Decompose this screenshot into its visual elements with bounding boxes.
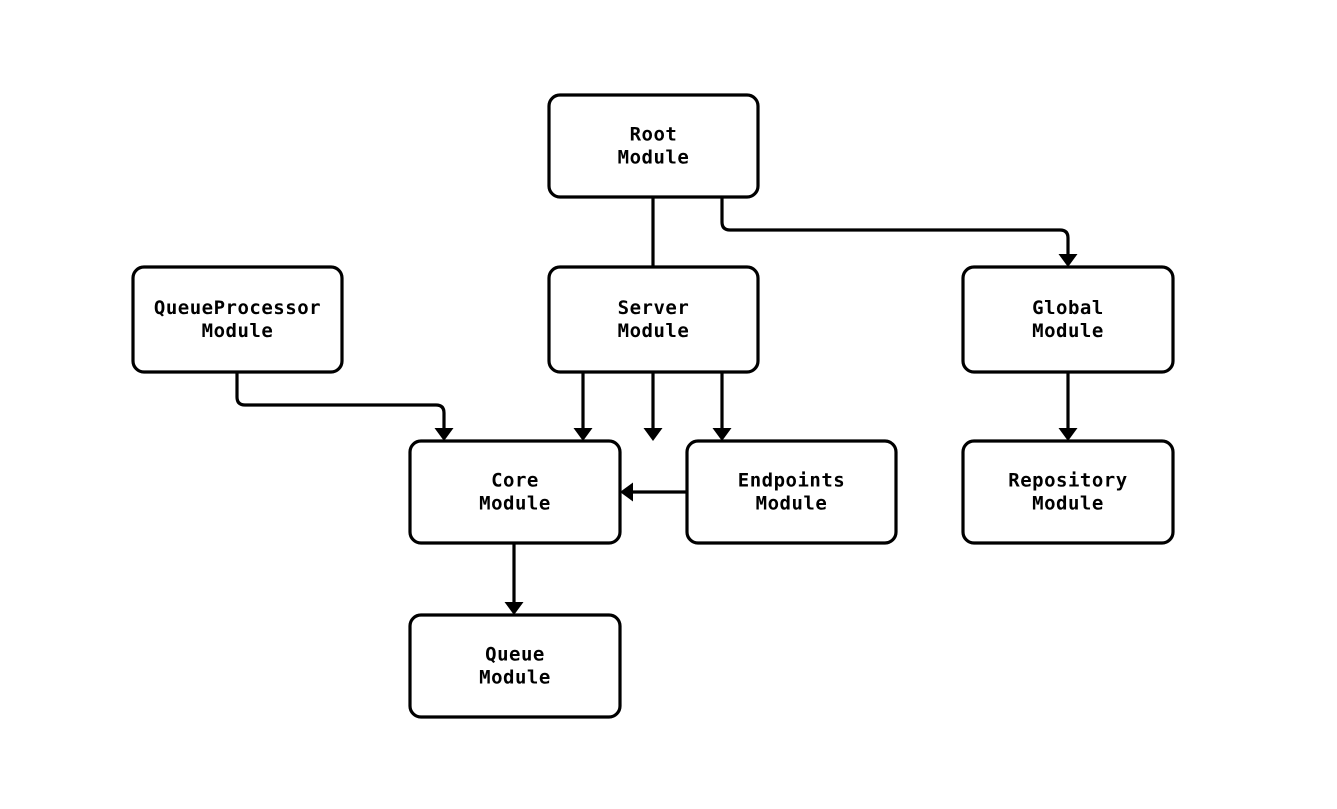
edge-line bbox=[720, 197, 1070, 258]
edge-core-to-queue bbox=[504, 543, 524, 615]
node-label-line2: Module bbox=[479, 667, 551, 689]
edge-server-to-endpoints bbox=[712, 372, 732, 441]
edge-endpoints-to-core bbox=[620, 482, 687, 502]
edge-global-to-repository bbox=[1058, 372, 1078, 441]
node-label-line1: Global bbox=[1032, 297, 1104, 319]
arrowhead-icon bbox=[1058, 254, 1078, 267]
node-label-line1: Core bbox=[491, 470, 539, 492]
node-label-line1: Endpoints bbox=[738, 470, 845, 492]
node-box[interactable] bbox=[408, 439, 622, 545]
node-label-line1: Server bbox=[618, 297, 690, 319]
node-label-line1: Repository bbox=[1008, 470, 1127, 492]
node-label-line2: Module bbox=[1032, 320, 1104, 342]
node-label-line2: Module bbox=[479, 493, 551, 515]
edge-root-to-global bbox=[720, 197, 1078, 267]
node-label-line2: Module bbox=[202, 320, 274, 342]
node-label-line1: Root bbox=[630, 124, 678, 146]
node-box[interactable] bbox=[547, 93, 760, 199]
node-box[interactable] bbox=[961, 265, 1175, 374]
arrowhead-icon bbox=[620, 482, 633, 502]
edge-server-to-core bbox=[573, 372, 593, 441]
edges-layer bbox=[235, 197, 1078, 615]
node-box[interactable] bbox=[131, 265, 344, 374]
arrowhead-icon bbox=[434, 428, 454, 441]
node-label-line1: Queue bbox=[485, 644, 545, 666]
edge-line bbox=[235, 372, 446, 432]
node-label-line2: Module bbox=[756, 493, 828, 515]
arrowhead-icon bbox=[643, 428, 663, 441]
node-box[interactable] bbox=[685, 439, 898, 545]
node-label-line2: Module bbox=[1032, 493, 1104, 515]
node-label-line2: Module bbox=[618, 320, 690, 342]
node-label-line1: QueueProcessor bbox=[154, 297, 321, 319]
edge-queueprocessor-to-core bbox=[235, 372, 454, 441]
node-label-line2: Module bbox=[618, 147, 690, 169]
arrowhead-icon bbox=[504, 602, 524, 615]
nodes-layer: RootModuleQueueProcessorModuleServerModu… bbox=[131, 93, 1175, 719]
arrowhead-icon bbox=[1058, 428, 1078, 441]
arrowhead-icon bbox=[712, 428, 732, 441]
node-box[interactable] bbox=[547, 265, 760, 374]
node-box[interactable] bbox=[961, 439, 1175, 545]
arrowhead-icon bbox=[573, 428, 593, 441]
node-box[interactable] bbox=[408, 613, 622, 719]
